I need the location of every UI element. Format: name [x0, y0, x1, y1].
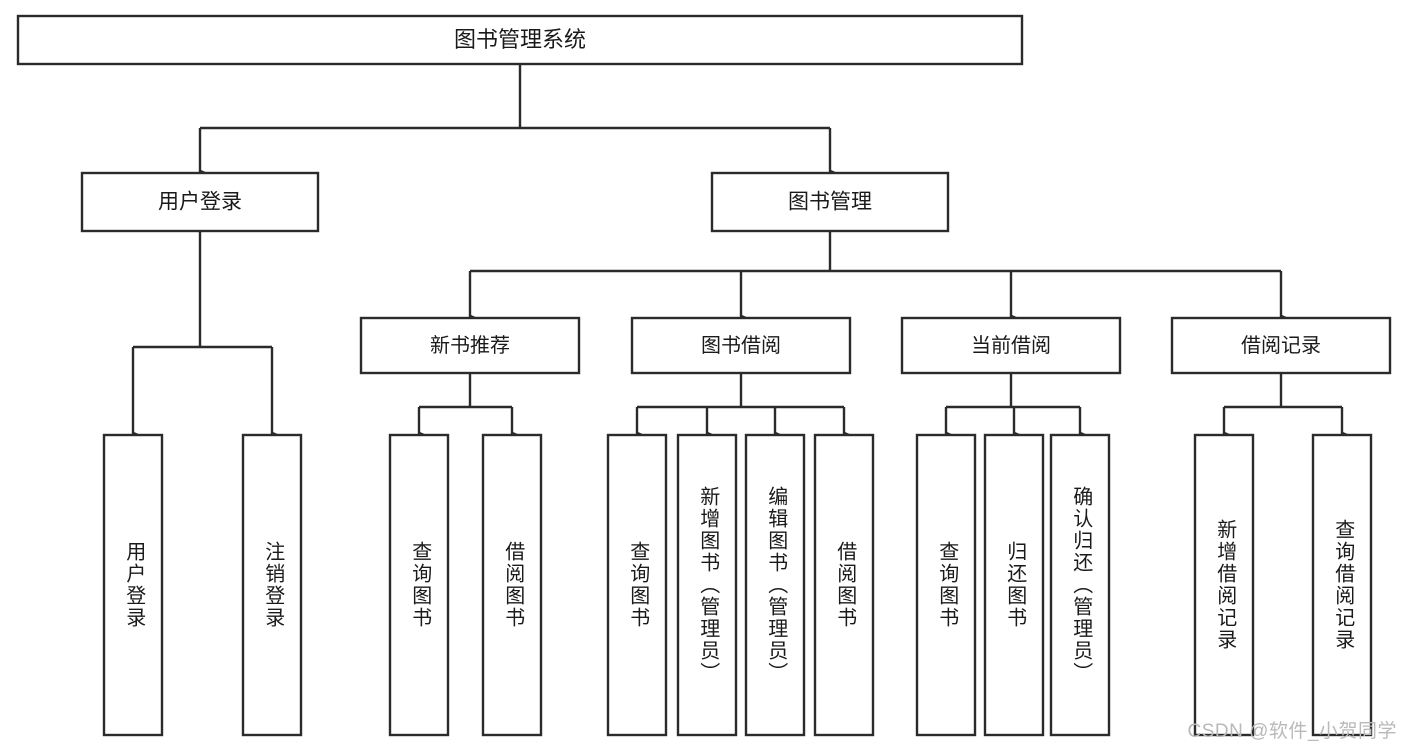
node-current-borrow[interactable]: 当前借阅: [900, 316, 1122, 375]
watermark-label: CSDN @软件_小贺同学: [1187, 721, 1397, 742]
node-rect: [359, 316, 581, 375]
leaf-leaf-query-book-1[interactable]: [388, 433, 450, 737]
leaf-rect: [983, 433, 1045, 737]
leaf-rect: [102, 433, 164, 737]
leaf-leaf-query-record[interactable]: [1311, 433, 1373, 737]
leaf-leaf-confirm-return[interactable]: [1049, 433, 1111, 737]
node-label: 当前借阅: [971, 334, 1051, 357]
leaf-rect: [241, 433, 303, 737]
leaf-rect: [813, 433, 875, 737]
node-rect: [80, 171, 320, 233]
node-rect: [16, 14, 1024, 66]
node-user-login[interactable]: 用户登录: [80, 171, 320, 233]
node-book-manage[interactable]: 图书管理: [710, 171, 950, 233]
node-rect: [710, 171, 950, 233]
node-label: 借阅记录: [1241, 334, 1321, 357]
node-rect: [1170, 316, 1392, 375]
node-borrow-record[interactable]: 借阅记录: [1170, 316, 1392, 375]
leaf-leaf-borrow-book-2[interactable]: [813, 433, 875, 737]
node-label: 图书管理系统: [454, 27, 586, 52]
node-new-book-rec[interactable]: 新书推荐: [359, 316, 581, 375]
connector-layer: [131, 64, 1350, 439]
node-root[interactable]: 图书管理系统: [16, 14, 1024, 66]
leaf-rect: [606, 433, 668, 737]
leaf-rect: [676, 433, 738, 737]
leaf-leaf-add-record[interactable]: [1193, 433, 1255, 737]
node-label: 新书推荐: [430, 334, 510, 357]
leaf-leaf-user-login[interactable]: [102, 433, 164, 737]
leaf-leaf-query-book-2[interactable]: [606, 433, 668, 737]
leaf-leaf-borrow-book-1[interactable]: [481, 433, 543, 737]
node-book-borrow[interactable]: 图书借阅: [630, 316, 852, 375]
node-label: 图书管理: [788, 191, 872, 214]
leaf-rect: [1049, 433, 1111, 737]
leaf-rect: [1193, 433, 1255, 737]
leaf-leaf-edit-book[interactable]: [744, 433, 806, 737]
leaf-leaf-add-book[interactable]: [676, 433, 738, 737]
node-label: 图书借阅: [701, 334, 781, 357]
leaf-leaf-logout[interactable]: [241, 433, 303, 737]
leaf-leaf-query-book-3[interactable]: [915, 433, 977, 737]
leaf-rect: [388, 433, 450, 737]
node-rect: [630, 316, 852, 375]
node-rect: [900, 316, 1122, 375]
node-label: 用户登录: [158, 191, 242, 214]
leaf-rect: [915, 433, 977, 737]
leaf-leaf-return-book[interactable]: [983, 433, 1045, 737]
leaf-rect: [1311, 433, 1373, 737]
leaf-rect: [744, 433, 806, 737]
leaf-rect: [481, 433, 543, 737]
